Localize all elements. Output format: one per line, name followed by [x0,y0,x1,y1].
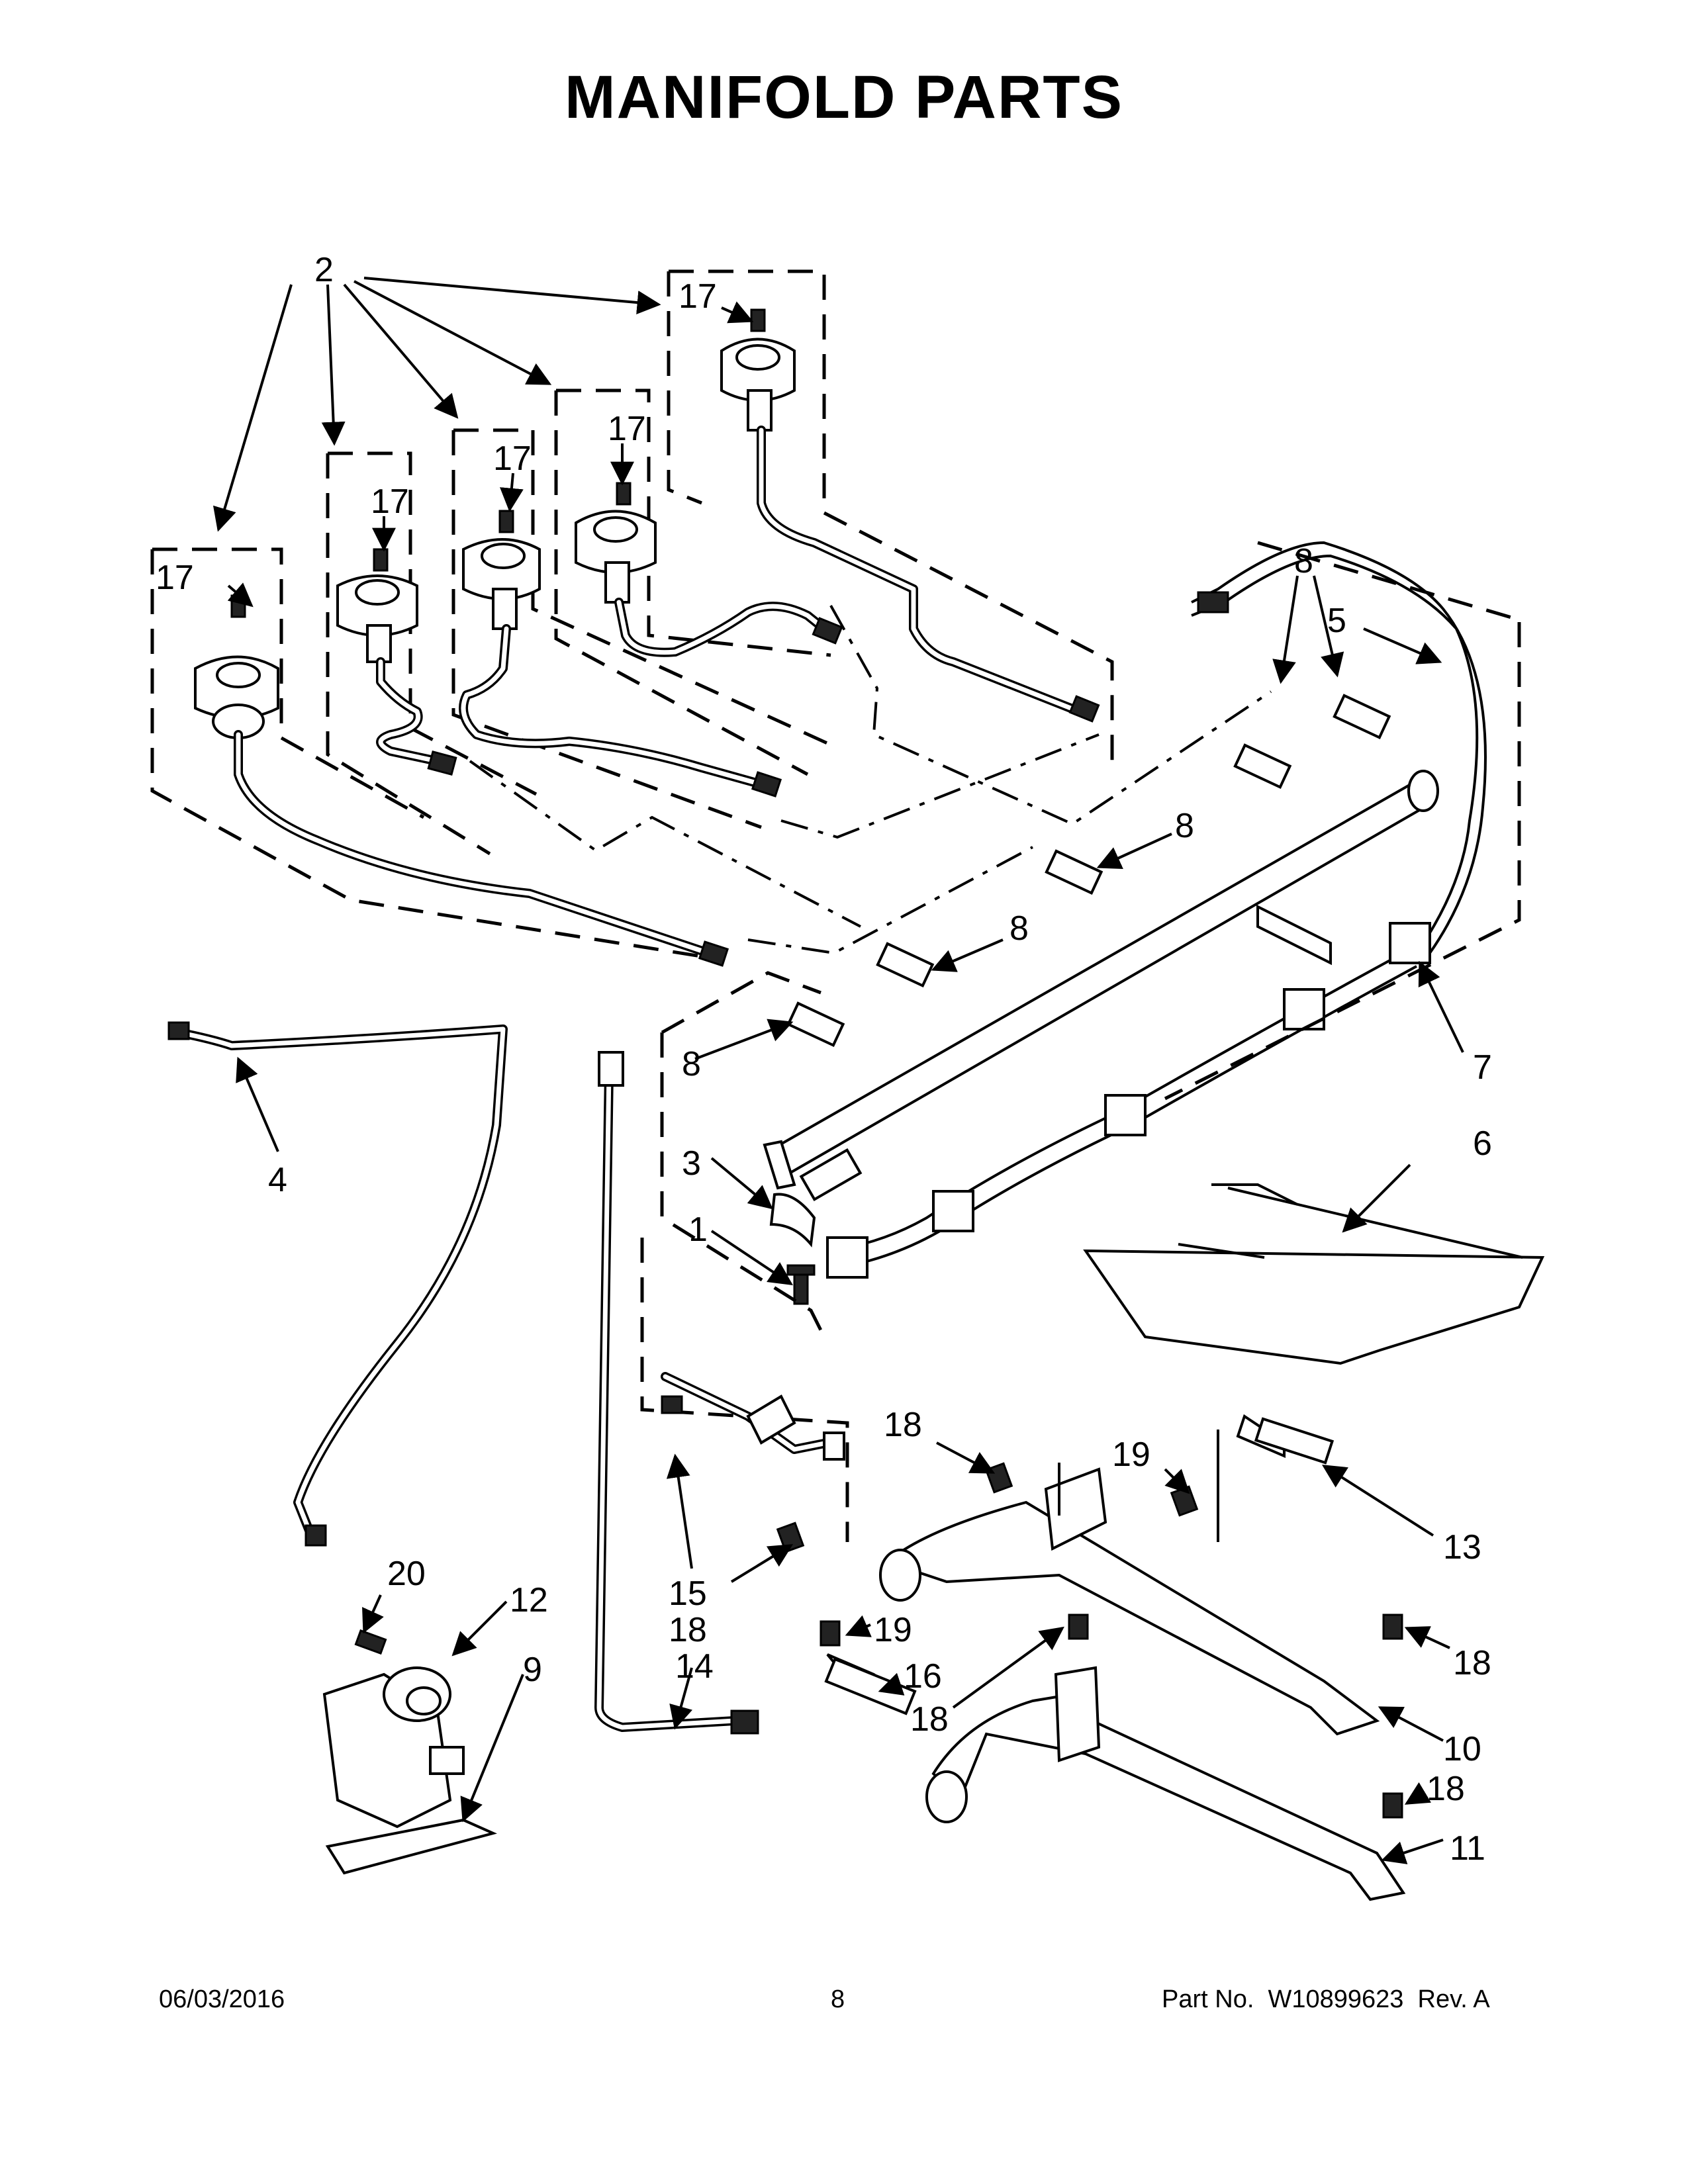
bake-tube-elbow [661,1372,845,1461]
orifice-holders [786,694,1391,1048]
igniter-wire-harness [826,541,1487,1279]
igniter-wire-clips [826,922,1431,1279]
manifold-pipe-assembly [763,694,1439,1202]
burner-valve-center-left [462,510,541,630]
callout-12: 12 [510,1581,548,1619]
footer-date: 06/03/2016 [159,1985,285,2013]
callout-14: 14 [675,1647,714,1686]
callout-17-center-left: 17 [493,439,532,478]
callout-4: 4 [268,1161,287,1199]
broil-burner [925,1666,1406,1901]
callout-1: 1 [688,1210,708,1249]
callout-18-mid: 18 [669,1611,707,1649]
broil-igniter [824,1653,917,1715]
bake-igniter [1217,1414,1335,1542]
callout-13: 13 [1443,1528,1481,1567]
burner-valve-left [336,548,418,663]
callout-19-bottom: 19 [874,1611,912,1649]
footer-part-number: Part No. W10899623 Rev. A [1162,1985,1490,2013]
callout-18-right-bottom: 18 [1427,1770,1465,1808]
callout-17-front-left: 17 [156,559,194,597]
callout-17-center: 17 [608,410,646,448]
callout-8-middle: 8 [1009,909,1029,948]
heat-shield [1083,1183,1545,1365]
callout-18-right-top: 18 [1453,1644,1491,1682]
callout-2: 2 [314,251,334,289]
leader-arrows [212,277,1464,1864]
callout-18-top: 18 [884,1406,922,1444]
callout-15: 15 [669,1574,707,1613]
callout-7: 7 [1473,1048,1492,1087]
callout-8-left: 8 [682,1045,701,1083]
burner-valve-rear-right [720,308,796,432]
callout-3: 3 [682,1144,701,1183]
callout-16: 16 [904,1657,942,1696]
callout-5: 5 [1327,602,1346,640]
callout-9: 9 [523,1651,542,1689]
pressure-regulator [322,1629,497,1875]
callout-17-rear-right: 17 [679,277,717,316]
burner-valve-front-left [194,594,279,739]
callout-10: 10 [1443,1730,1481,1768]
callout-20: 20 [387,1555,426,1593]
flexible-gas-tube [594,1051,759,1735]
page-title: MANIFOLD PARTS [564,64,1123,131]
alignment-lines [469,605,1272,955]
burner-valve-center [575,482,657,604]
bake-burner [879,1463,1380,1736]
callout-8-top: 8 [1294,542,1313,580]
callout-11: 11 [1450,1829,1485,1868]
callout-8-right: 8 [1175,807,1194,845]
valve-group-boxes [150,269,1114,962]
callout-17-left: 17 [371,482,409,521]
callout-19-top: 19 [1112,1435,1150,1474]
gas-supply-tube [167,1021,508,1547]
callout-18-bottom-center: 18 [910,1700,949,1739]
callout-6: 6 [1473,1124,1492,1163]
callout-labels: 2 17 17 17 17 17 8 5 8 8 8 7 3 6 1 4 18 … [156,251,1492,1868]
burner-tubes [234,426,1100,967]
footer-page-number: 8 [831,1985,845,2013]
bracket-and-screw [769,1193,816,1305]
